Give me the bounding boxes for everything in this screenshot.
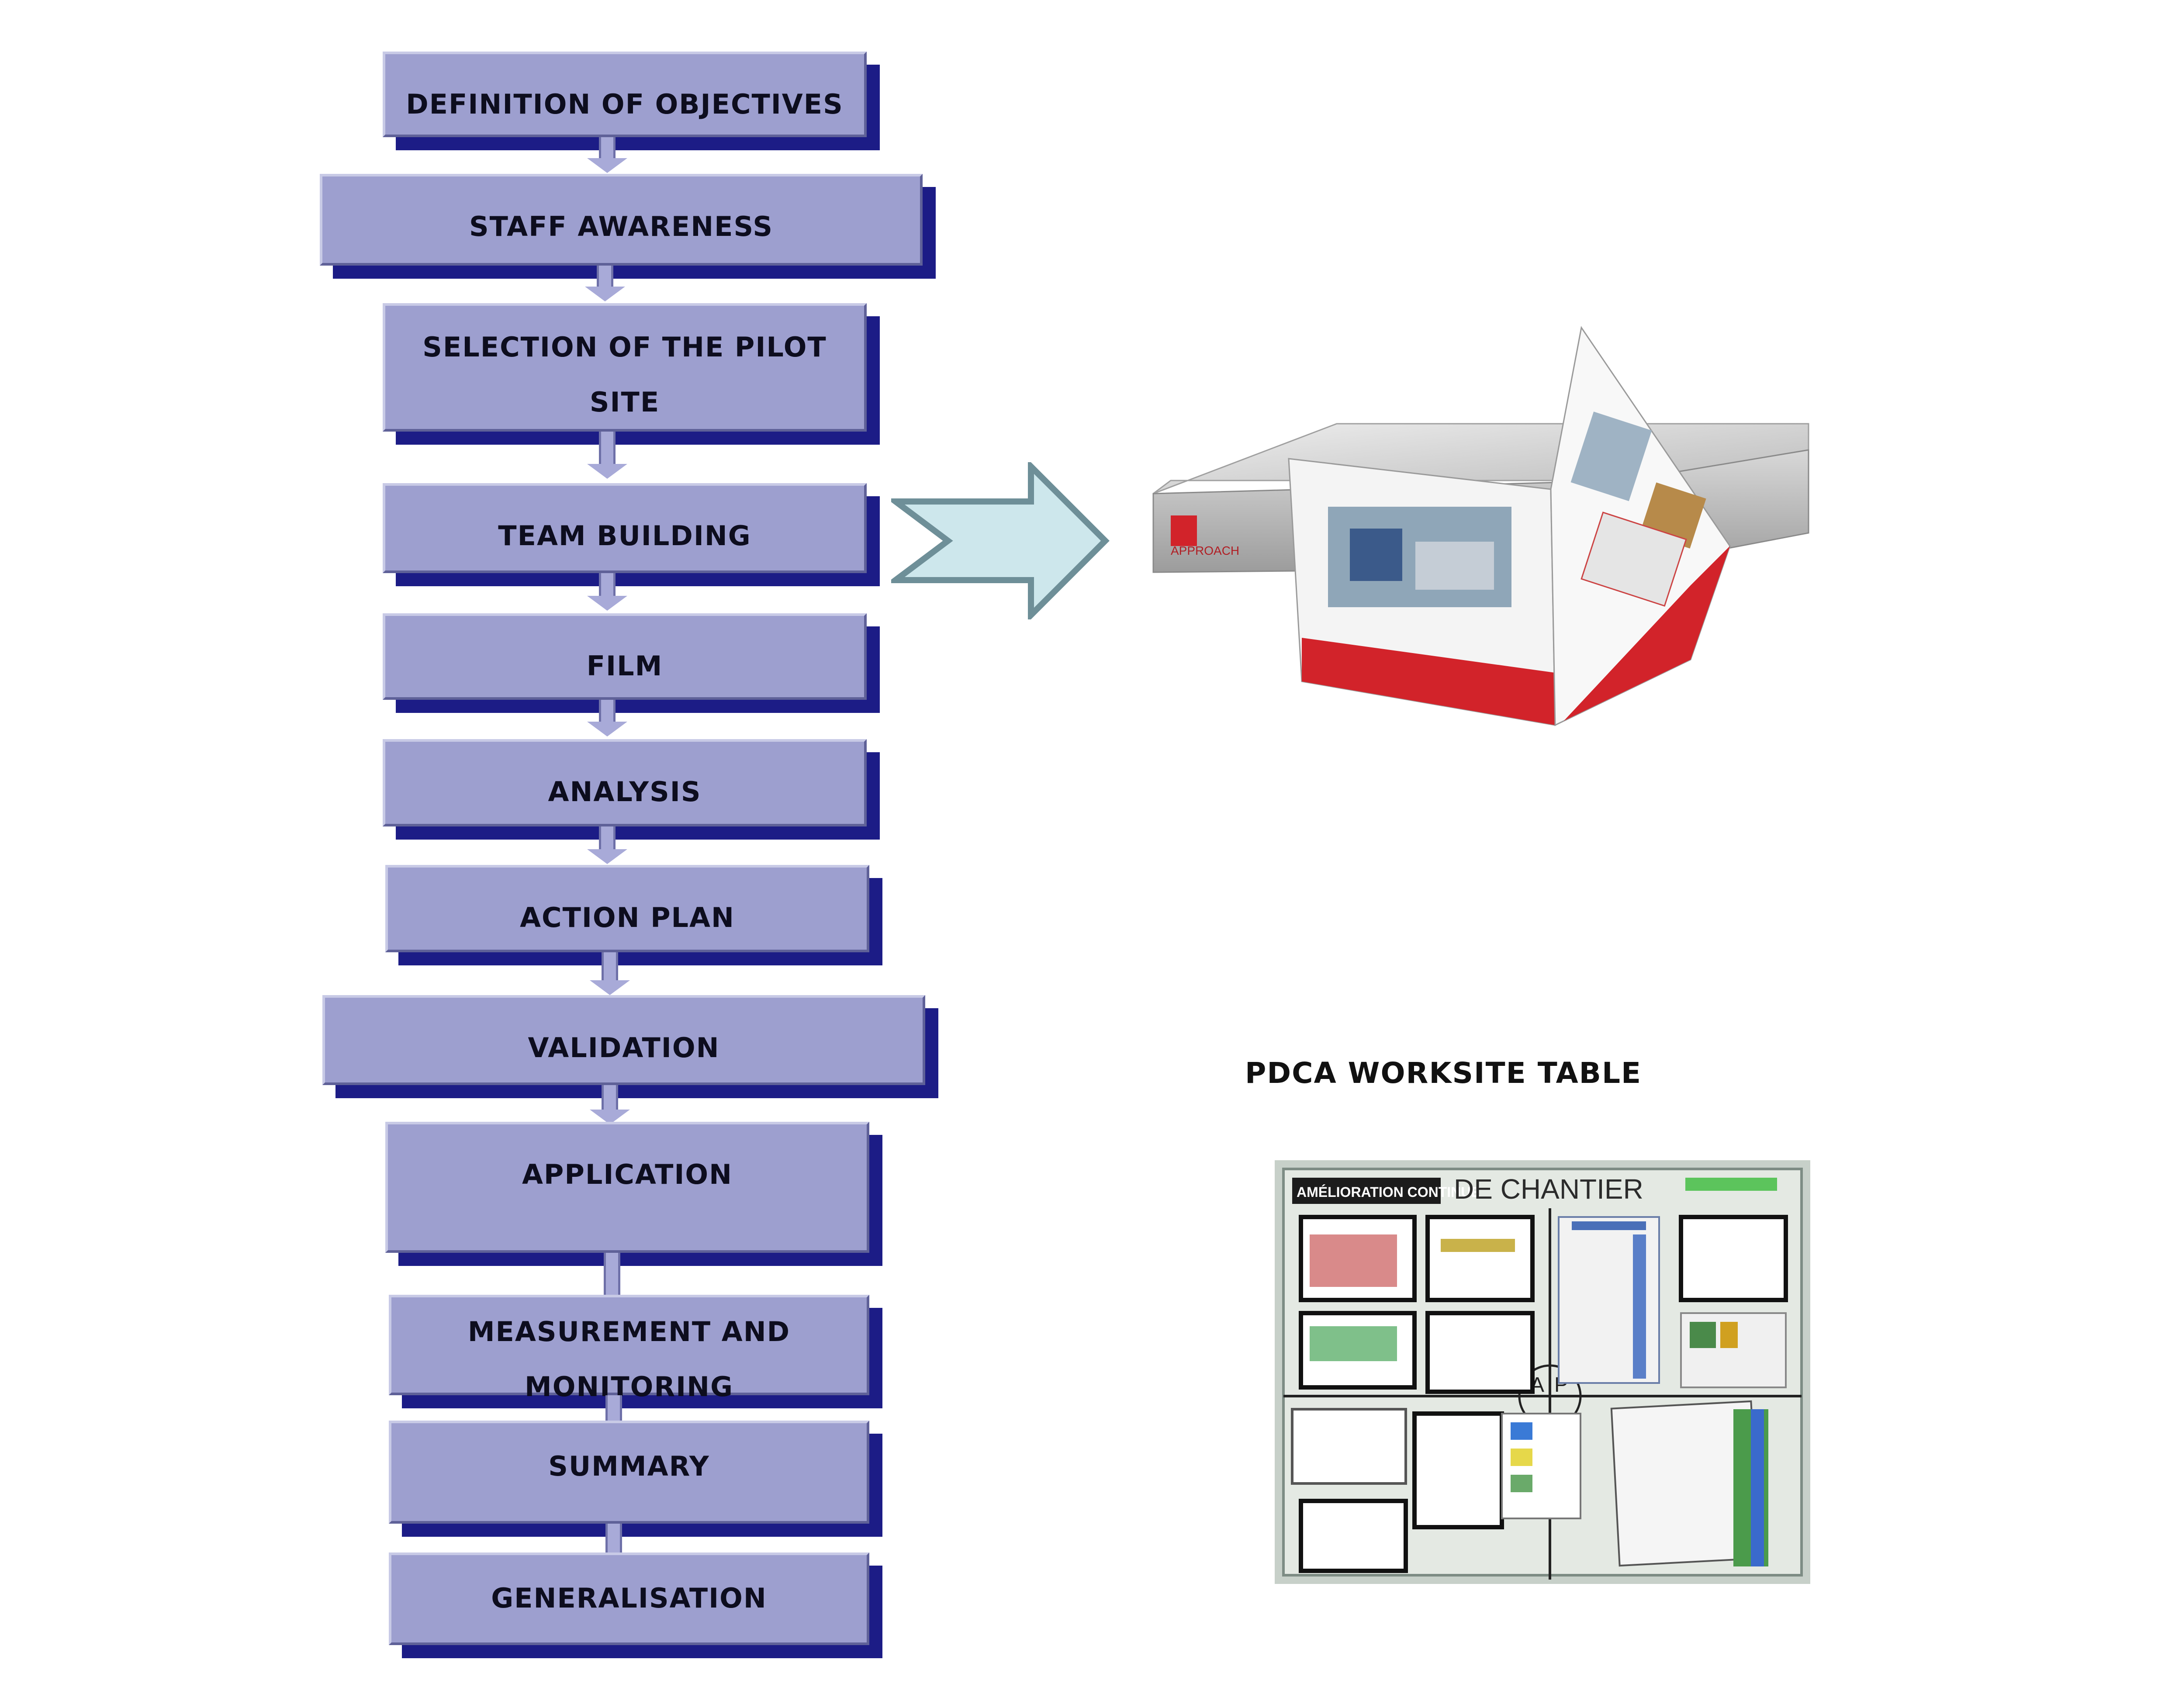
connector bbox=[599, 573, 616, 599]
step-staff-awareness: STAFF AWARENESS bbox=[320, 174, 923, 266]
kit-brand-text: APPROACH bbox=[1171, 544, 1239, 557]
connector bbox=[599, 432, 616, 466]
step-label: STAFF AWARENESS bbox=[469, 211, 774, 242]
step-summary: SUMMARY bbox=[389, 1421, 869, 1524]
step-selection-of-pilot-site: SELECTION OF THE PILOT SITE bbox=[383, 303, 867, 432]
pdca-board-photo: AMÉLIORATION CONTINUE DE CHANTIER A P bbox=[1275, 1160, 1810, 1584]
connector-arrowhead bbox=[587, 464, 627, 479]
step-label: VALIDATION bbox=[528, 1032, 720, 1064]
step-definition-of-objectives: DEFINITION OF OBJECTIVES bbox=[383, 52, 867, 137]
step-label: ACTION PLAN bbox=[520, 902, 735, 934]
pdca-title: PDCA WORKSITE TABLE bbox=[1245, 1056, 1642, 1090]
step-label-line-2: SITE bbox=[589, 386, 660, 418]
board-header-left: AMÉLIORATION CONTINUE bbox=[1297, 1184, 1480, 1200]
step-validation: VALIDATION bbox=[322, 995, 925, 1085]
step-label: DEFINITION OF OBJECTIVES bbox=[406, 88, 844, 120]
step-label-line-1: MEASUREMENT AND bbox=[467, 1316, 791, 1348]
step-film: FILM bbox=[383, 613, 867, 700]
approach-kit-illustration: APPROACH bbox=[1152, 326, 1809, 726]
connector bbox=[599, 826, 616, 852]
board-header-right: DE CHANTIER bbox=[1454, 1173, 1643, 1205]
step-team-building: TEAM BUILDING bbox=[383, 483, 867, 573]
step-label-line-2: MONITORING bbox=[525, 1371, 733, 1403]
step-application: APPLICATION bbox=[385, 1122, 869, 1253]
connector-arrowhead bbox=[587, 849, 627, 864]
step-label: FILM bbox=[586, 650, 663, 682]
connector bbox=[605, 1395, 622, 1421]
connector bbox=[602, 1085, 618, 1112]
connector-arrowhead bbox=[587, 158, 627, 173]
step-label: APPLICATION bbox=[522, 1158, 733, 1190]
step-action-plan: ACTION PLAN bbox=[385, 865, 869, 952]
connector-arrowhead bbox=[587, 596, 627, 611]
connector-arrowhead bbox=[585, 287, 625, 301]
step-label-line-1: SELECTION OF THE PILOT bbox=[422, 331, 827, 363]
step-measurement-and-monitoring: MEASUREMENT AND MONITORING bbox=[389, 1295, 869, 1403]
connector-arrowhead bbox=[587, 722, 627, 736]
connector bbox=[605, 1524, 622, 1552]
connector bbox=[602, 952, 618, 983]
connector-arrowhead bbox=[590, 980, 630, 995]
step-label: TEAM BUILDING bbox=[498, 520, 751, 552]
step-label: ANALYSIS bbox=[548, 776, 702, 808]
connector bbox=[599, 700, 616, 725]
step-analysis: ANALYSIS bbox=[383, 739, 867, 826]
step-generalisation: GENERALISATION bbox=[389, 1552, 869, 1645]
connector bbox=[604, 1253, 620, 1295]
step-label: GENERALISATION bbox=[491, 1582, 767, 1614]
chevron-arrow-icon bbox=[891, 462, 1110, 619]
step-label: SUMMARY bbox=[548, 1450, 710, 1482]
